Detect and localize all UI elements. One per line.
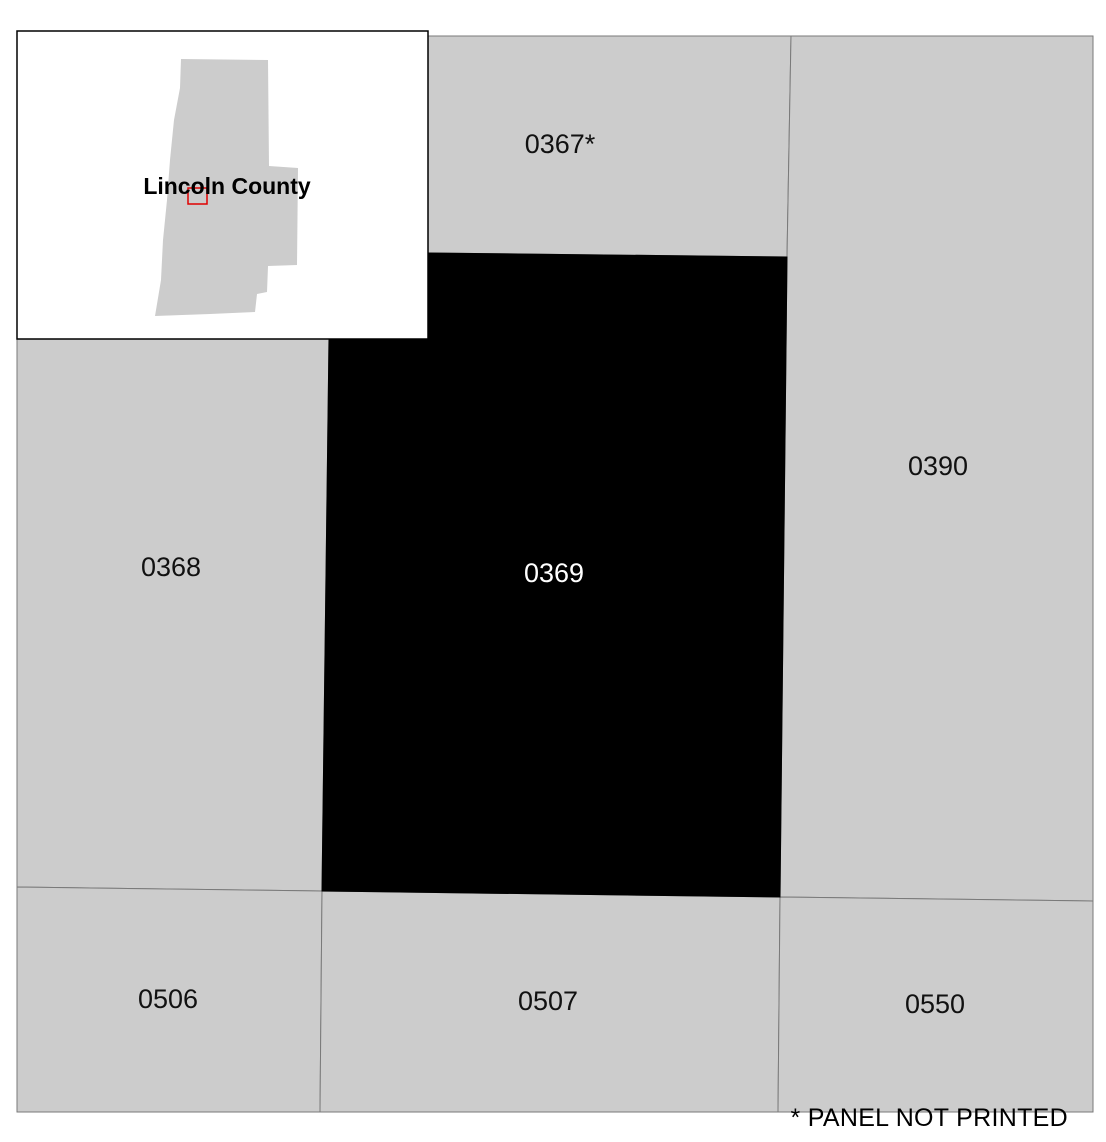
panel-0368[interactable]: [16, 338, 330, 892]
panel-0367[interactable]: [427, 35, 792, 258]
panel-label-0390: 0390: [908, 451, 968, 481]
panel-label-0507: 0507: [518, 986, 578, 1016]
panel-label-0369: 0369: [524, 558, 584, 588]
county-outline: [155, 59, 298, 316]
locator-box: [187, 187, 208, 205]
county-label: Lincoln County: [143, 173, 311, 199]
locator-inset: Lincoln County: [16, 30, 429, 340]
panel-0550[interactable]: [777, 896, 1094, 1113]
footnote: * PANEL NOT PRINTED: [790, 1104, 1068, 1132]
panel-grid: [16, 35, 1094, 1113]
panel-label-0368: 0368: [141, 552, 201, 582]
panel-label-0550: 0550: [905, 989, 965, 1019]
panel-labels: 0367* 0368 0369 0390 0506 0507 0550: [138, 129, 968, 1019]
panel-label-0506: 0506: [138, 984, 198, 1014]
panel-label-0367: 0367*: [525, 129, 596, 159]
